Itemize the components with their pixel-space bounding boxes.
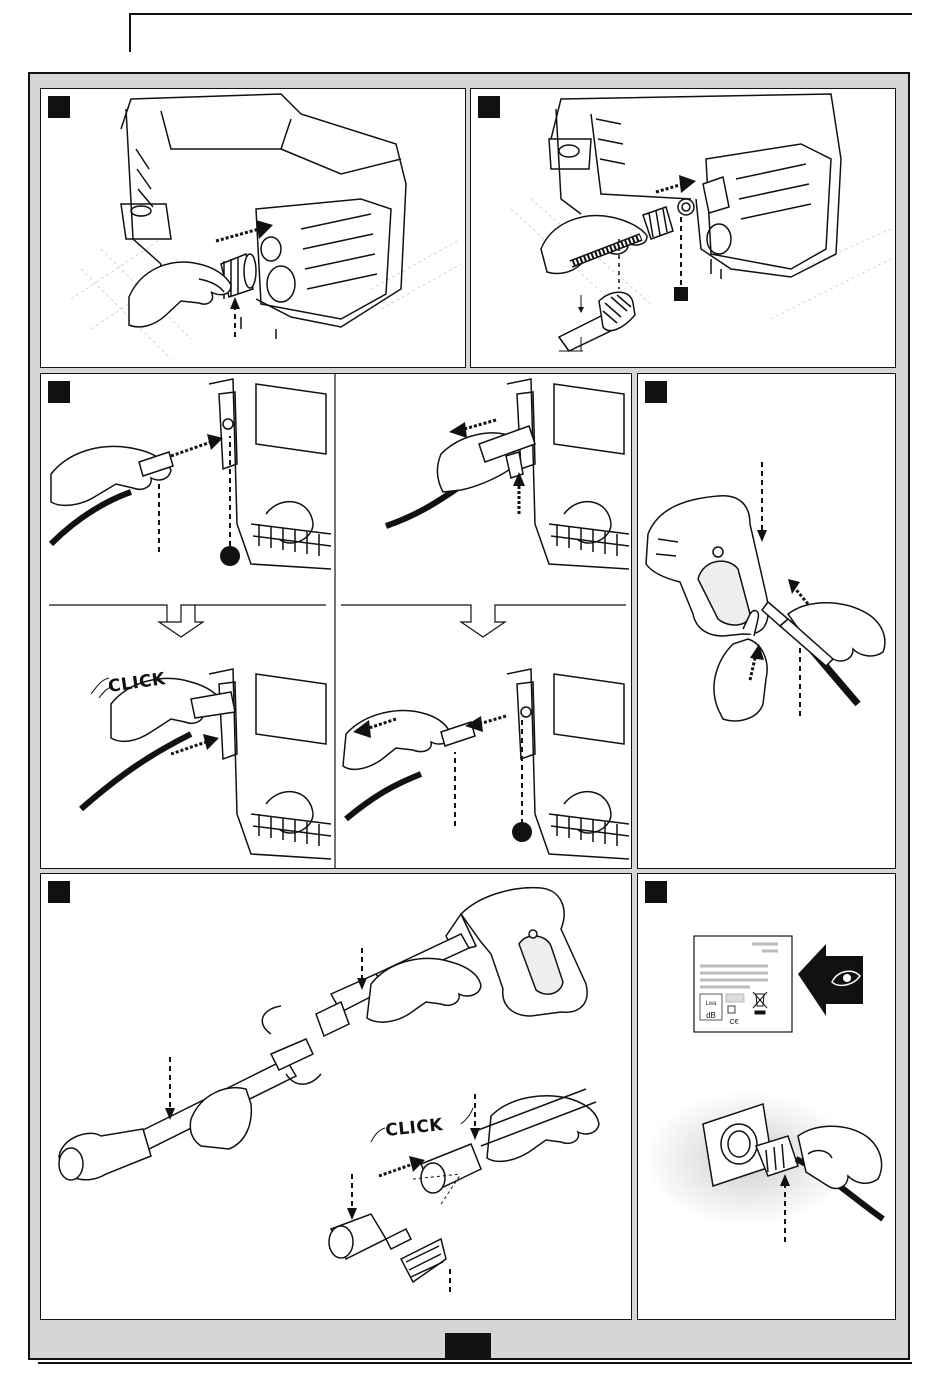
step-6-check-label-plug-panel: Lwa dB C€ xyxy=(637,873,896,1320)
hand-icon xyxy=(129,262,231,327)
step-3-quick-coupling-panel: CLICK xyxy=(40,373,632,869)
filter-detail-icon xyxy=(559,292,635,351)
sequence-arrow-icon xyxy=(49,605,626,637)
page-number-box xyxy=(445,1333,491,1359)
step-6-illustration: Lwa dB C€ xyxy=(638,874,896,1320)
header-frame xyxy=(0,0,950,72)
step-4-gun-lance-panel xyxy=(637,373,896,869)
machine-side-panel xyxy=(209,379,629,859)
ce-mark-icon: C€ xyxy=(730,1019,739,1026)
step-5-illustration: CLICK xyxy=(41,874,632,1320)
filter-callout-marker xyxy=(674,287,688,301)
push-arrow-icon xyxy=(379,1164,413,1176)
step-4-illustration xyxy=(638,374,896,869)
step-3-illustration: CLICK xyxy=(41,374,632,869)
release-button-callout xyxy=(220,546,240,566)
pull-arrow-icon xyxy=(461,420,496,430)
label-plate-icon: Lwa dB C€ xyxy=(694,936,792,1032)
step-2-illustration xyxy=(471,89,896,368)
step-1-illustration xyxy=(41,89,466,368)
push-arrow-icon xyxy=(656,184,683,192)
svg-text:dB: dB xyxy=(706,1011,716,1020)
filter-connector-icon xyxy=(643,207,673,239)
step-1-connect-hose-panel xyxy=(40,88,466,368)
step-5-nozzle-assembly-panel: CLICK xyxy=(40,873,632,1320)
release-button-callout xyxy=(512,822,532,842)
pull-arrow-icon xyxy=(479,716,506,724)
hand-icon xyxy=(51,433,516,769)
footer-rule xyxy=(0,1360,950,1374)
step-2-inlet-filter-panel xyxy=(470,88,896,368)
click-label: CLICK xyxy=(384,1115,444,1141)
svg-text:Lwa: Lwa xyxy=(705,1001,717,1007)
eye-icon xyxy=(798,944,863,1016)
push-arrow-icon xyxy=(171,442,211,456)
push-arrow-icon xyxy=(216,229,259,241)
